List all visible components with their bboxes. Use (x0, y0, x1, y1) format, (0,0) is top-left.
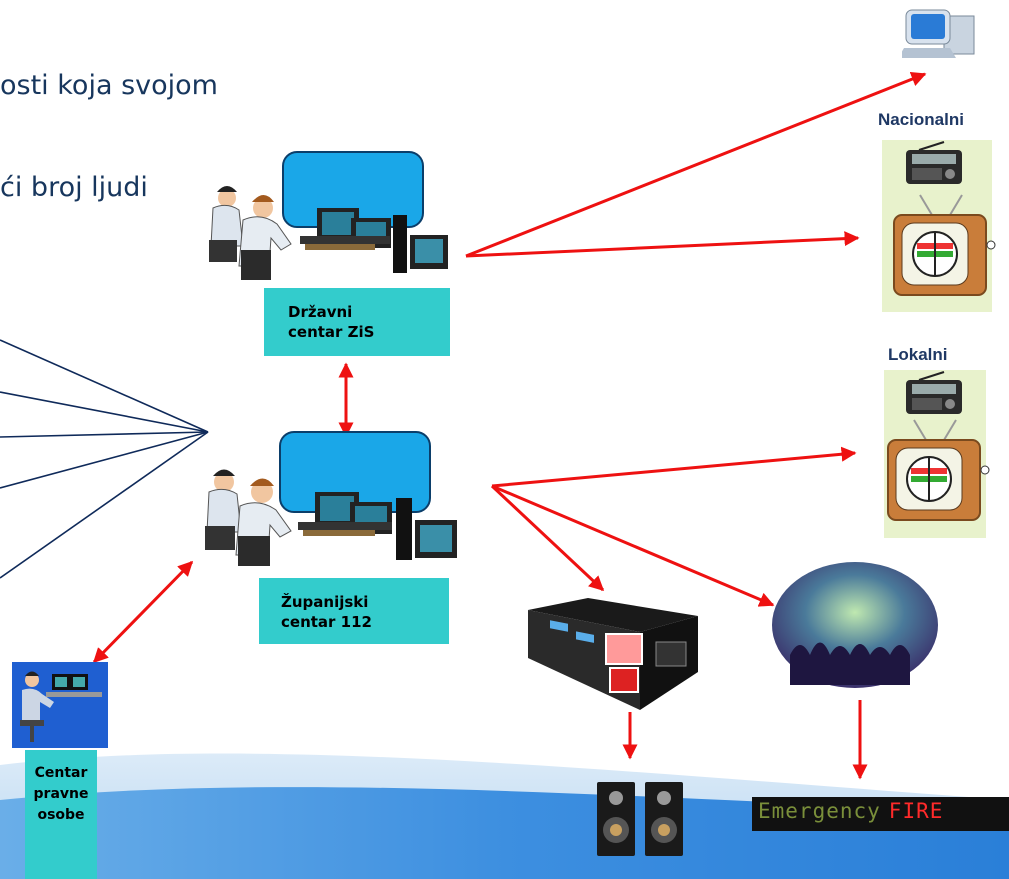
arrow-to-local-tv (491, 446, 857, 488)
county-center-operators-illustration (205, 431, 457, 566)
legal-center-line2: pravne (33, 786, 89, 802)
arrow-to-building (490, 484, 605, 592)
computer-icon (902, 9, 975, 58)
state-center-line2: centar ZiS (288, 323, 375, 341)
legal-center-operator-illustration (12, 662, 108, 748)
slide-text-line-2: ći broj ljudi (0, 172, 148, 203)
fan-lines (0, 339, 209, 579)
ticker-word-1: Emergency (758, 799, 881, 823)
state-center-line1: Državni (288, 303, 353, 321)
emergency-ticker: Emergency FIRE (752, 797, 1009, 831)
arrow-to-stadium (491, 484, 775, 607)
county-center-line1: Županijski (281, 593, 369, 611)
legal-center-label: Centar pravne osobe (25, 750, 97, 879)
stadium-crowd-icon (772, 562, 938, 688)
national-label: Nacionalni (878, 110, 964, 129)
county-center-line2: centar 112 (281, 613, 372, 631)
arrow-to-computer (465, 72, 927, 258)
ticker-word-2: FIRE (888, 799, 944, 823)
national-radio-icon (906, 141, 962, 184)
speakers-icon (597, 782, 683, 856)
national-tv-icon (893, 194, 996, 296)
arrow-to-national-tv (465, 231, 860, 258)
state-center-label: Državni centar ZiS (264, 288, 450, 356)
legal-center-line1: Centar (34, 765, 88, 781)
local-label: Lokalni (888, 345, 948, 364)
state-center-operators-illustration (209, 151, 448, 280)
county-center-label: Županijski centar 112 (259, 578, 449, 644)
legal-center-line3: osobe (37, 807, 85, 823)
arrow-county-legal (92, 560, 194, 664)
local-radio-icon (906, 371, 962, 414)
slide-text-line-1: osti koja svojom (0, 70, 218, 101)
building-icon (528, 598, 698, 710)
local-tv-icon (887, 419, 990, 521)
